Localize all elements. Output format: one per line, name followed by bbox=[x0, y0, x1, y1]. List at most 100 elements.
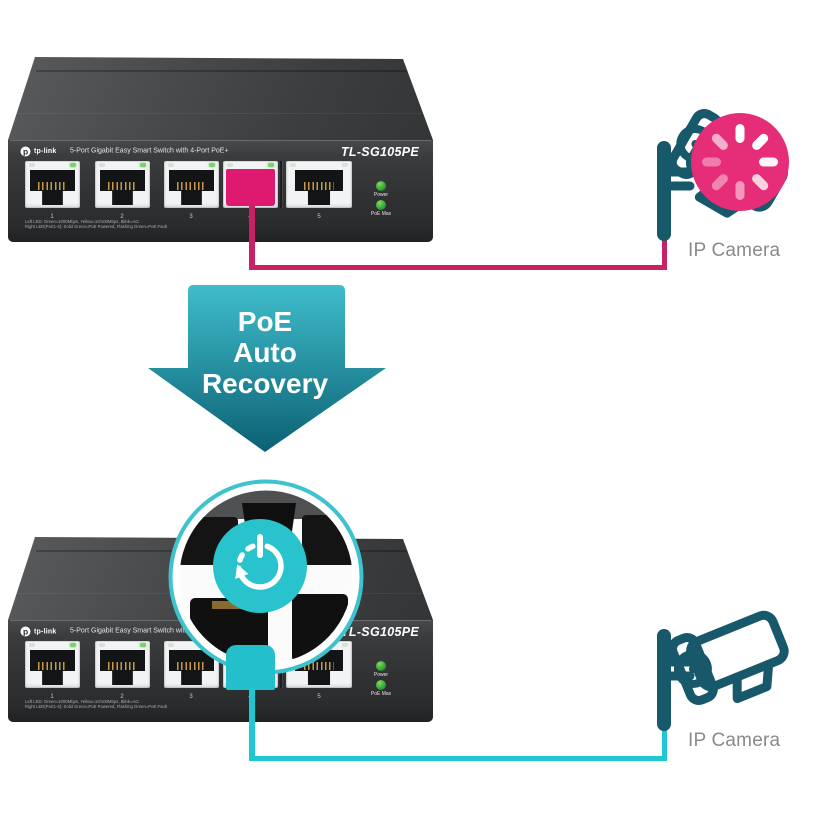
svg-text:p: p bbox=[23, 147, 28, 157]
switch-model: TL-SG105PE bbox=[340, 145, 419, 159]
fine-print-line2: Right LED(Port1-4): Solid Green=PoE Powe… bbox=[25, 224, 167, 229]
magnifier-circle bbox=[168, 479, 364, 675]
port-number: 2 bbox=[120, 693, 124, 700]
tp-link-logo-icon: p tp-link bbox=[20, 626, 66, 637]
ethernet-cable-pink-vertical-left bbox=[249, 204, 255, 270]
tp-link-circle-p-icon: p bbox=[20, 146, 31, 157]
poe-max-led bbox=[376, 680, 386, 690]
led-legend-fine-print: Left LED: Green=1000Mbps, Yellow=10/100M… bbox=[25, 699, 167, 709]
port-number: 1 bbox=[50, 693, 54, 700]
ip-camera-label-top: IP Camera bbox=[688, 240, 781, 261]
case-seam-2 bbox=[18, 113, 425, 114]
port-led-right bbox=[70, 643, 76, 647]
jack-pins bbox=[108, 182, 137, 190]
port-3 bbox=[164, 161, 219, 208]
tp-link-circle-p-icon: p bbox=[20, 626, 31, 637]
brand-name: tp-link bbox=[34, 147, 57, 156]
poe-max-led-label: PoE Max bbox=[370, 211, 392, 217]
port-5 bbox=[286, 161, 352, 208]
led-legend-fine-print: Left LED: Green=1000Mbps, Yellow=10/100M… bbox=[25, 219, 167, 229]
rj45-jack bbox=[169, 170, 214, 205]
port-1 bbox=[25, 161, 80, 208]
port-led-left bbox=[227, 163, 233, 167]
arrow-caption: PoE Auto Recovery bbox=[140, 306, 390, 399]
loading-spinner-icon bbox=[691, 113, 789, 211]
port-number: 2 bbox=[120, 213, 124, 220]
port-led-right bbox=[70, 163, 76, 167]
ethernet-cable-teal-vertical-right bbox=[661, 724, 667, 761]
port-led-left bbox=[168, 643, 174, 647]
port-led-left bbox=[99, 643, 105, 647]
switch-product-title: 5-Port Gigabit Easy Smart Switch with 4-… bbox=[70, 147, 229, 155]
rj45-jack bbox=[30, 170, 75, 205]
switch-header: p tp-link 5-Port Gigabit Easy Smart Swit… bbox=[20, 625, 433, 639]
port-led-right bbox=[140, 163, 146, 167]
switch-product-title: 5-Port Gigabit Easy Smart Switch with 4-… bbox=[70, 627, 229, 635]
switch-model: TL-SG105PE bbox=[340, 625, 419, 639]
switch-front-panel: p tp-link 5-Port Gigabit Easy Smart Swit… bbox=[8, 140, 433, 242]
rj45-jack bbox=[295, 170, 343, 205]
port-group-divider bbox=[280, 161, 282, 208]
port-led-left bbox=[168, 163, 174, 167]
port-led-left bbox=[99, 163, 105, 167]
ethernet-cable-teal-horizontal bbox=[249, 755, 667, 761]
power-led bbox=[376, 181, 386, 191]
tp-link-logo-icon: p tp-link bbox=[20, 146, 66, 157]
port-led-left bbox=[29, 643, 35, 647]
port-2 bbox=[95, 161, 150, 208]
fine-print-line2: Right LED(Port1-4): Solid Green=PoE Powe… bbox=[25, 704, 167, 709]
port-2 bbox=[95, 641, 150, 688]
jack-pins bbox=[38, 182, 67, 190]
jack-pins bbox=[177, 182, 206, 190]
power-led bbox=[376, 661, 386, 671]
switch-top-face bbox=[8, 57, 433, 140]
power-led-label: Power bbox=[373, 192, 389, 198]
pink-ethernet-plug bbox=[226, 169, 275, 206]
auto-recovery-icon bbox=[213, 519, 307, 613]
port-number: 5 bbox=[317, 213, 321, 220]
port-led-left bbox=[290, 163, 296, 167]
fine-print-line1: Left LED: Green=1000Mbps, Yellow=10/100M… bbox=[25, 219, 140, 224]
fine-print-line1: Left LED: Green=1000Mbps, Yellow=10/100M… bbox=[25, 699, 140, 704]
ethernet-cable-pink-vertical-right bbox=[661, 236, 667, 270]
port-number: 3 bbox=[189, 213, 193, 220]
arrow-line-3: Recovery bbox=[201, 368, 329, 399]
poe-max-led bbox=[376, 200, 386, 210]
switch-header: p tp-link 5-Port Gigabit Easy Smart Swit… bbox=[20, 145, 433, 159]
power-led-label: Power bbox=[373, 672, 389, 678]
port-4-connected bbox=[223, 161, 278, 208]
arrow-line-1: PoE bbox=[237, 306, 293, 337]
network-switch-top: p tp-link 5-Port Gigabit Easy Smart Swit… bbox=[8, 55, 433, 242]
ethernet-cable-teal-vertical-left bbox=[249, 688, 255, 761]
rj45-jack bbox=[100, 650, 145, 685]
brand-name: tp-link bbox=[34, 627, 57, 636]
port-led-right bbox=[342, 163, 348, 167]
rj45-jack bbox=[30, 650, 75, 685]
ip-camera-label-bottom: IP Camera bbox=[688, 730, 781, 751]
jack-pins bbox=[177, 662, 206, 670]
poe-max-led-label: PoE Max bbox=[370, 691, 392, 697]
svg-text:p: p bbox=[23, 627, 28, 637]
jack-pins bbox=[303, 662, 335, 670]
port-led-left bbox=[29, 163, 35, 167]
poe-auto-recovery-arrow bbox=[148, 285, 386, 452]
ip-camera-icon-online bbox=[657, 610, 789, 731]
teal-ethernet-plug bbox=[226, 645, 275, 690]
jack-pins bbox=[303, 182, 335, 190]
arrow-line-2: Auto bbox=[233, 337, 297, 368]
ethernet-cable-pink-horizontal bbox=[249, 264, 667, 270]
camera-lens bbox=[673, 649, 712, 688]
port-led-right bbox=[209, 163, 215, 167]
rj45-jack bbox=[100, 170, 145, 205]
port-number: 3 bbox=[189, 693, 193, 700]
jack-pins bbox=[108, 662, 137, 670]
port-1 bbox=[25, 641, 80, 688]
port-led-right bbox=[140, 643, 146, 647]
port-number: 5 bbox=[317, 693, 321, 700]
arrow-text-block: PoE Auto Recovery bbox=[140, 280, 390, 460]
jack-pins bbox=[38, 662, 67, 670]
case-seam bbox=[36, 70, 407, 72]
port-number: 1 bbox=[50, 213, 54, 220]
port-led-right bbox=[268, 163, 274, 167]
